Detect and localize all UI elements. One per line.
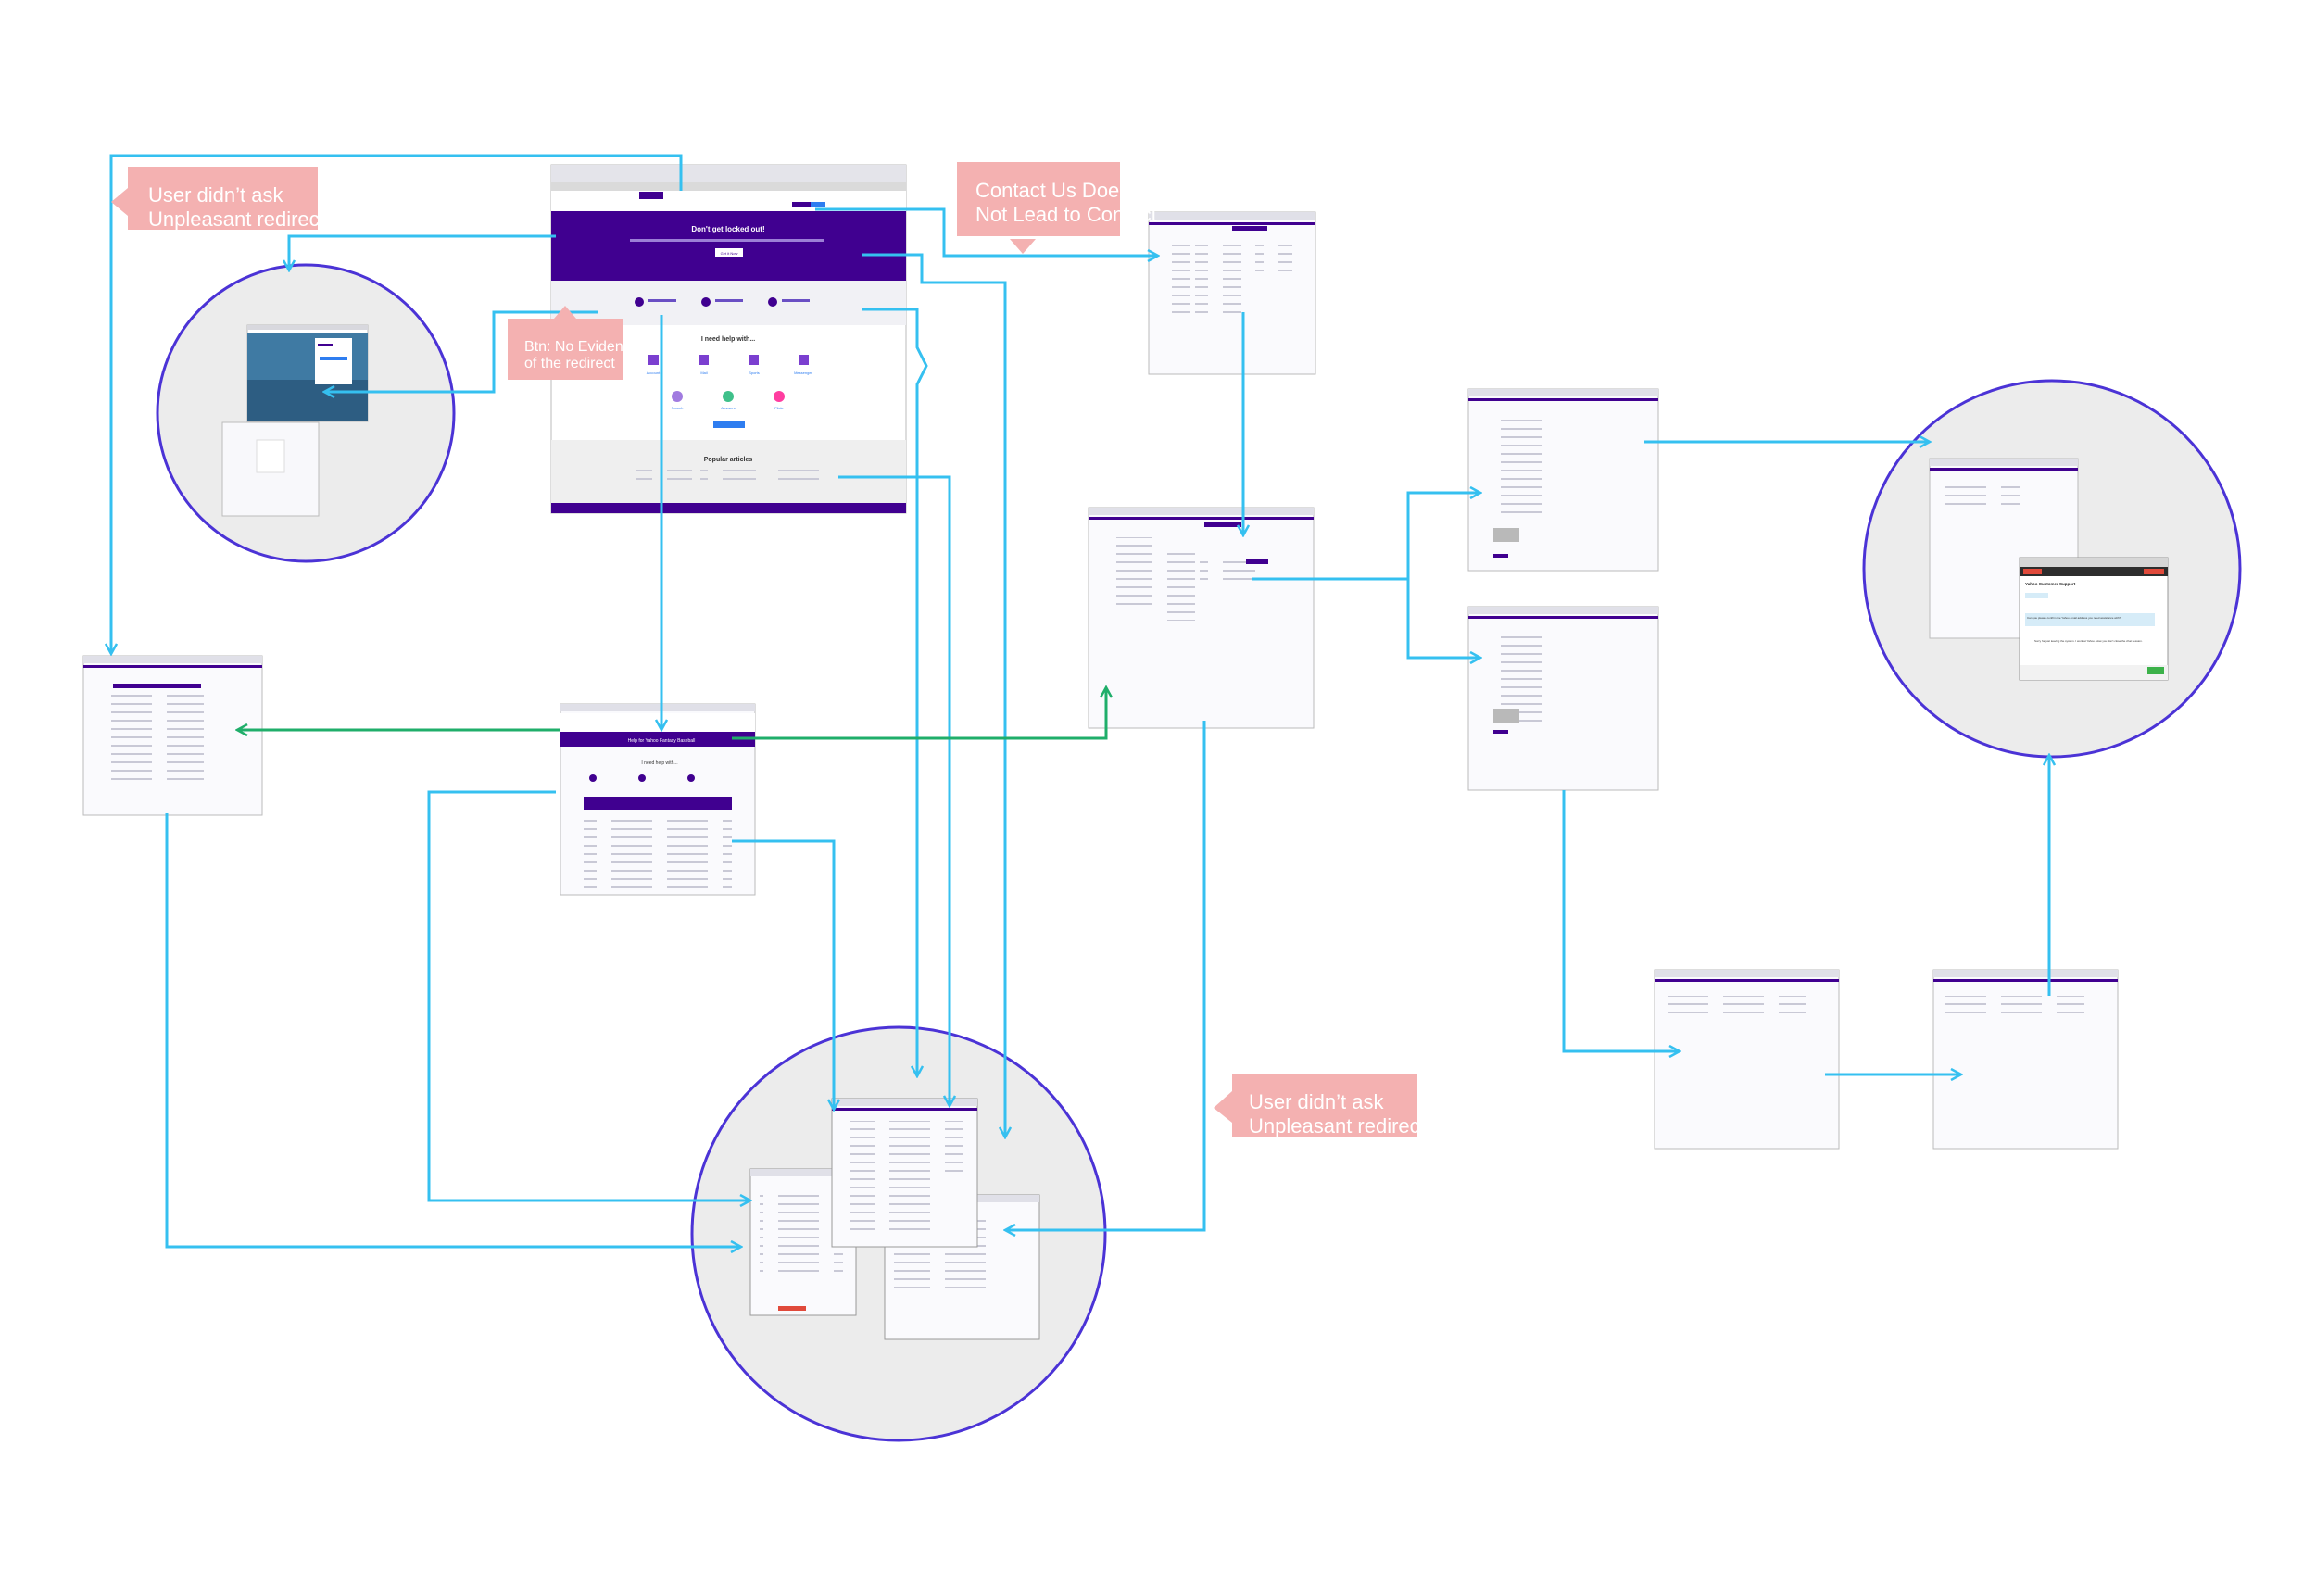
baseball-page-title: Help for Yahoo Fantasy Baseball (628, 738, 696, 744)
category-mail: Mail (700, 371, 707, 375)
back-arrows (237, 687, 1106, 740)
annotation-text: Btn: No Evidence of the redirect (524, 339, 639, 371)
screenshot-contact-form (1088, 507, 1315, 729)
chat-message-1: Can you please confirm the Yahoo email a… (2027, 616, 2121, 620)
screenshot-signin-form-2 (1467, 606, 1659, 791)
note-pointer-3 (554, 306, 576, 319)
hero-title: Don't get locked out! (691, 225, 764, 233)
annotation-contact-us: Contact Us Does Not Lead to Contact (957, 162, 1157, 236)
screenshot-chat-window: Yahoo Customer Support Can you please co… (2019, 557, 2169, 681)
annotation-text: User didn’t ask Unpleasant redirection (1249, 1090, 1454, 1137)
screenshot-article-c (831, 1098, 978, 1248)
category-messenger: Messenger (794, 371, 812, 375)
annotation-text: User didn’t ask Unpleasant redirection (148, 183, 353, 231)
popular-articles-heading: Popular articles (704, 457, 753, 463)
note-pointer-4 (1214, 1091, 1232, 1123)
need-help-heading: I need help with... (701, 336, 755, 343)
annotation-text: Contact Us Does Not Lead to Contact (975, 179, 1157, 226)
screenshot-fantasy-baseball-help: Help for Yahoo Fantasy Baseball I need h… (560, 703, 756, 896)
screenshot-confirm-page-1 (1654, 969, 1840, 1150)
annotation-redirect-top-left: User didn’t ask Unpleasant redirection (128, 167, 353, 231)
screenshot-sitemap-list (82, 655, 263, 816)
note-pointer-2 (1010, 239, 1036, 254)
flow-arrows (111, 154, 2049, 1247)
screenshot-contact-products (1148, 211, 1316, 375)
note-pointer-1 (111, 188, 128, 216)
chat-message-2: Sorry for just leaving the system. I wor… (2034, 639, 2143, 643)
category-answers: Answers (721, 406, 735, 410)
annotation-redirect-bottom: User didn’t ask Unpleasant redirection (1232, 1074, 1454, 1137)
hero-button: Get it Now (721, 251, 738, 256)
baseball-need-help: I need help with... (641, 760, 677, 766)
screenshot-login-form (221, 421, 320, 517)
category-account: Account (647, 371, 661, 375)
annotation-btn-no-evidence: Btn: No Evidence of the redirect (508, 319, 639, 380)
category-sports: Sports (749, 371, 760, 375)
chat-title: Yahoo Customer Support (2025, 582, 2076, 586)
screenshot-confirm-page-2 (1932, 969, 2119, 1150)
category-flickr: Flickr (774, 406, 784, 410)
screenshot-login-sign-in (246, 324, 369, 422)
screenshot-signin-form-1 (1467, 388, 1659, 572)
category-search: Search (672, 406, 684, 410)
